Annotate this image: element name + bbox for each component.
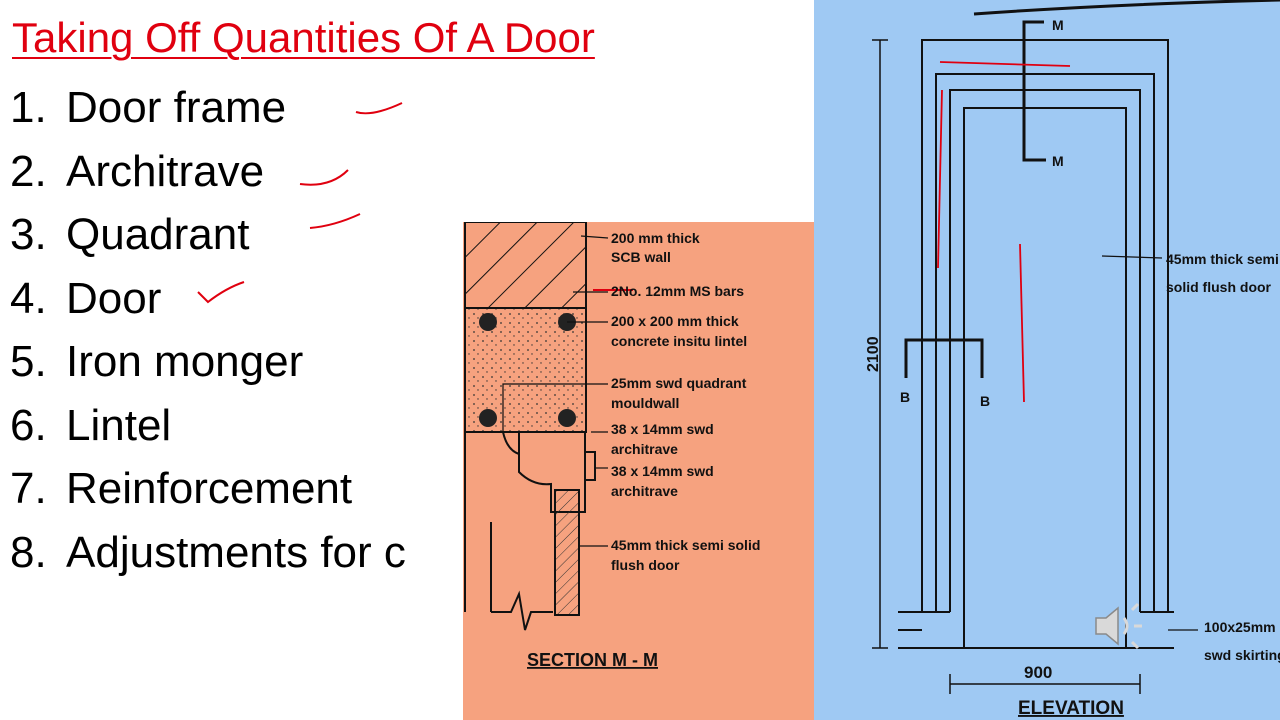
label-skirting: swd skirting [1204,647,1280,663]
list-item: 5. Iron monger [10,330,470,394]
label-architrave: 38 x 14mm swd [611,463,714,479]
section-mark-m: M [1052,17,1064,33]
quantities-list: 1. Door frame 2. Architrave 3. Quadrant 4. D… [10,76,470,584]
item-number: 2. [10,146,47,196]
item-number: 5. [10,337,47,386]
section-title: SECTION M - M [527,650,658,670]
item-label: Iron monger [66,337,304,386]
label-door: 45mm thick semi solid [611,537,760,553]
item-number: 1. [10,83,47,132]
section-mark-b: B [900,389,910,405]
slide-title: Taking Off Quantities Of A Door [12,14,595,61]
label-lintel: 200 x 200 mm thick [611,313,739,329]
section-drawing: 200 mm thick SCB wall 2No. 12mm MS bars … [463,222,814,720]
elevation-svg: M M B B 2100 900 ELEVATION 45mm thick se… [865,0,1280,719]
rebar [479,313,497,331]
list-item: 3. Quadrant [10,203,470,267]
label-architrave: architrave [611,441,678,457]
list-item: 7. Reinforcement [10,457,470,521]
item-number: 8. [10,527,47,577]
item-label: Lintel [66,400,172,450]
item-label: Reinforcement [66,464,353,513]
elevation-title: ELEVATION [1018,698,1124,719]
item-label: Door [66,273,162,323]
section-mark-line [904,338,984,378]
door-leaf-outline [963,107,1127,648]
label-quadrant: mouldwall [611,395,679,411]
break-line [491,590,553,631]
speaker-icon[interactable] [1090,598,1146,654]
label-wall: 200 mm thick [611,230,700,246]
label-wall: SCB wall [611,249,671,265]
frame-line [935,73,1155,612]
label-door: flush door [611,557,680,573]
red-mark [937,89,943,269]
quadrant [502,431,520,455]
label-architrave: architrave [611,483,678,499]
red-mark [939,61,1071,67]
section-mark-line [1022,20,1046,162]
rebar [479,409,497,427]
section-svg: 200 mm thick SCB wall 2No. 12mm MS bars … [464,222,760,670]
height-dimension: 2100 [865,336,882,372]
label-quadrant: 25mm swd quadrant [611,375,747,391]
label-architrave: 38 x 14mm swd [611,421,714,437]
item-label: Quadrant [66,210,250,259]
list-item: 6. Lintel [10,394,470,458]
label-skirting: 100x25mm [1204,619,1276,635]
section-mark-m: M [1052,153,1064,169]
item-number: 6. [10,400,47,450]
rebar [558,409,576,427]
list-item: 8. Adjustments for c [10,521,470,585]
item-number: 3. [10,210,47,259]
item-label: Adjustments for c [66,527,406,577]
list-item: 4. Door [10,267,470,331]
label-door: solid flush door [1166,279,1272,295]
item-number: 7. [10,464,47,513]
label-bars: 2No. 12mm MS bars [611,283,744,299]
architrave [585,451,596,481]
door-leaf [554,489,580,616]
list-item: 1. Door frame [10,76,470,140]
width-dimension: 900 [1024,663,1052,682]
list-item: 2. Architrave [10,140,470,204]
label-door: 45mm thick semi [1166,251,1279,267]
wall-block [464,222,587,309]
red-mark [1019,243,1025,403]
item-label: Architrave [66,146,265,196]
outer-frame [921,39,1169,612]
label-lintel: concrete insitu lintel [611,333,747,349]
section-mark-b: B [980,393,990,409]
item-label: Door frame [66,83,287,132]
frame-line [949,89,1141,612]
item-number: 4. [10,273,47,323]
elevation-drawing: M M B B 2100 900 ELEVATION 45mm thick se… [814,0,1280,720]
top-edge [973,0,1280,16]
